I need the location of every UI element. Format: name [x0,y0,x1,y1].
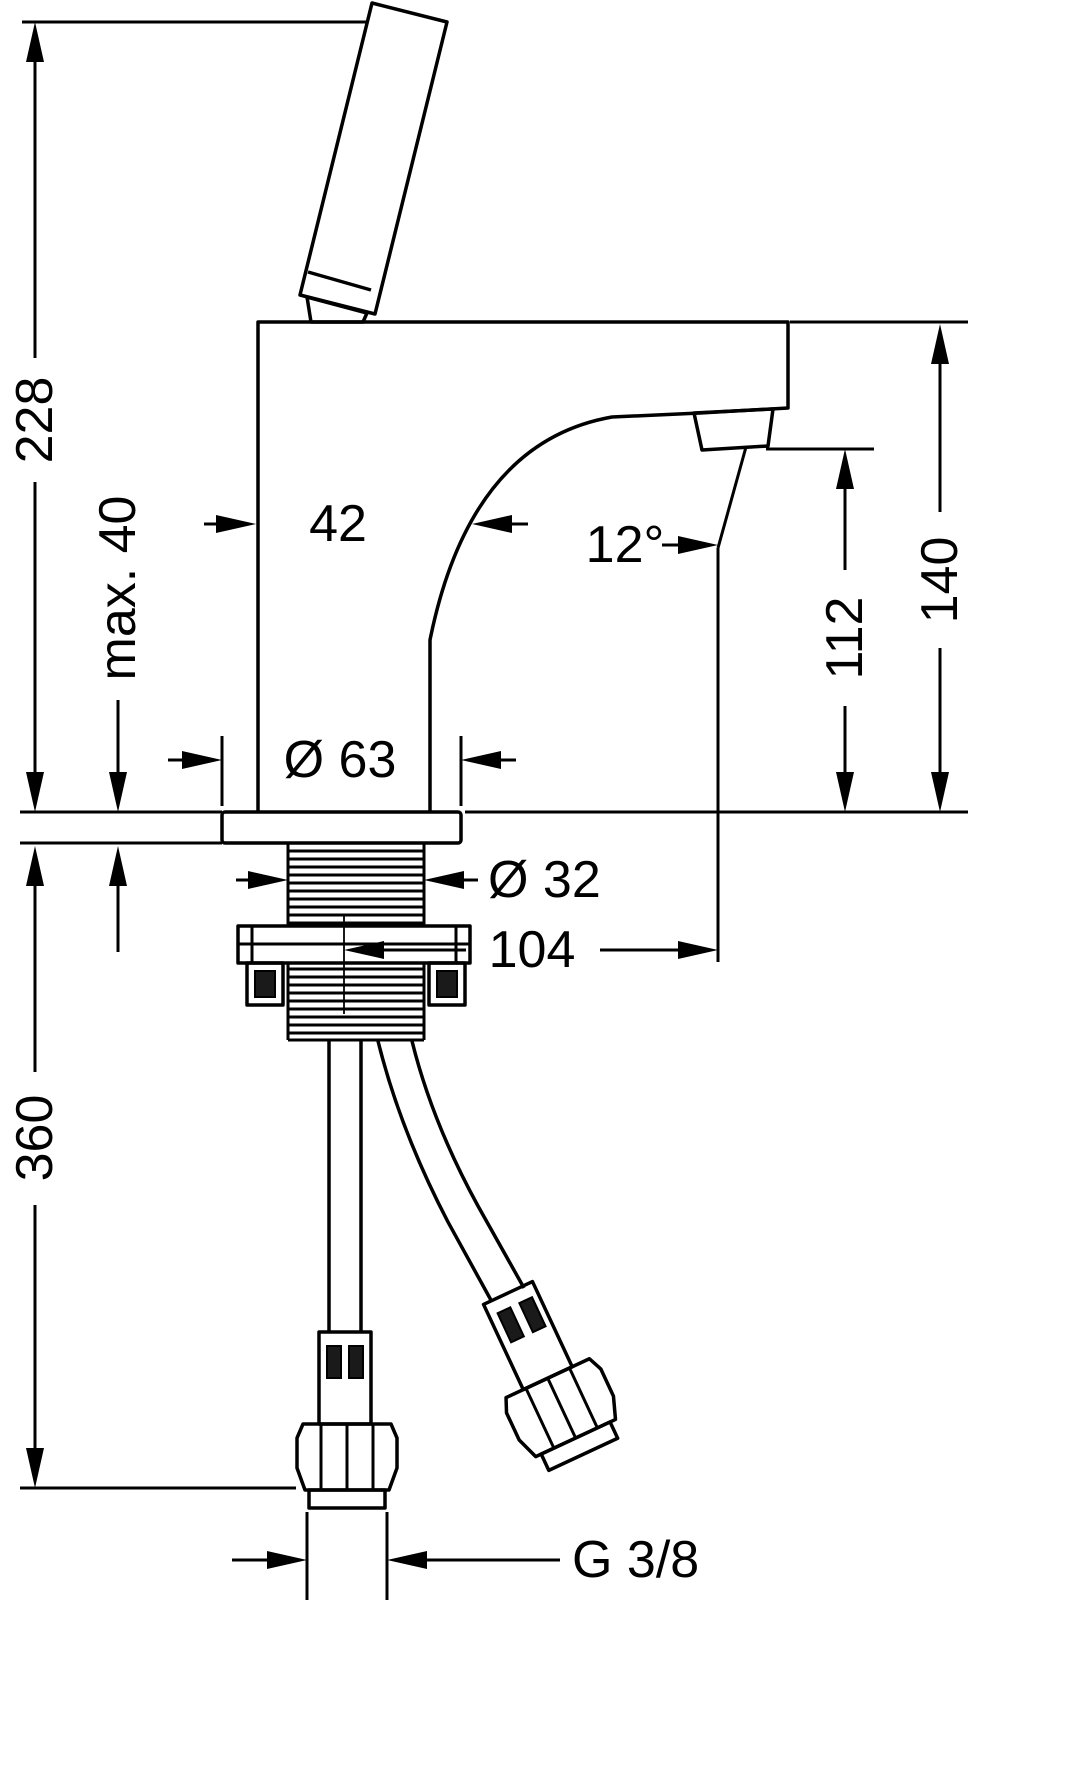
arrow-up [931,324,949,364]
faucet-drawing [220,1,790,1510]
arrow-down [26,772,44,812]
arrow-up [26,846,44,886]
dim-label-body-width: 42 [309,495,367,553]
arrow-up [26,22,44,62]
hose-angled-right-edge [410,1040,526,1289]
dimension-outlet-height: 112 [816,449,874,812]
connector-nut-facets [524,1367,599,1449]
dim-label-hose-length: 360 [6,1095,64,1182]
dimension-thread: G 3/8 [232,1512,699,1600]
dimension-max-mounting: max. 40 [89,496,147,952]
arrow-right [678,941,718,959]
lever-joint-line [307,270,372,292]
body-outline [256,320,790,812]
dim-label-top-height: 140 [911,537,969,624]
connector-nut [295,1422,399,1492]
arrow-down [836,772,854,812]
connector-nut [504,1357,618,1459]
arrow-left [387,1551,427,1569]
dimension-body-width: 42 [204,495,528,553]
arrow-down [109,772,127,812]
connector-slot [518,1295,547,1334]
dimension-hose-length: 360 [6,846,64,1488]
arrow-down [26,1448,44,1488]
connector-slot [326,1345,342,1379]
dimension-top-height: 140 [911,324,969,812]
threaded-shaft [286,843,426,1042]
dimension-total-height: 228 [6,22,64,812]
base-plate [220,810,463,845]
dim-label-outlet-height: 112 [816,597,874,680]
supply-hose-angled [376,1040,620,1473]
arrow-right [678,536,718,554]
extension-lines [20,20,968,1490]
dimension-spout-angle: 12° [586,446,748,962]
mounting-screw-left [254,970,276,998]
shaft-threads-lower [288,967,424,1035]
faucet-body [256,320,790,812]
mounting-tab-left [245,961,285,1007]
mounting-tab-right [427,961,467,1007]
lever-handle [298,1,449,324]
dimension-spout-reach: 104 [343,916,718,1014]
shaft-threads-upper [288,849,424,925]
arrow-left [344,941,384,959]
lever-handle-bar [298,1,449,316]
dimension-base-diameter: Ø 63 [168,731,516,806]
supply-hose-straight [295,1040,399,1510]
lever-joint-base [305,295,369,324]
arrow-left [461,751,501,769]
dim-label-thread: G 3/8 [572,1531,699,1589]
arrow-down [931,772,949,812]
arrow-right [182,751,222,769]
arrow-up [109,846,127,886]
arrow-right [267,1551,307,1569]
hose-angled-left-edge [376,1040,494,1303]
dim-label-max-mounting: max. 40 [89,496,147,681]
mounting-hardware [236,924,472,1007]
connector-rim [539,1420,620,1473]
arrow-left [424,871,464,889]
mounting-screw-right [436,970,458,998]
arrow-up [836,449,854,489]
spout-outlet [692,407,775,452]
connector-slot [496,1306,526,1344]
connector-rim [307,1488,387,1510]
dim-label-spout-reach: 104 [489,921,576,979]
arrow-right [216,515,256,533]
angle-reference-line [716,446,748,549]
dim-label-spout-angle: 12° [586,516,665,574]
connector-slot [348,1345,364,1379]
hose-connector-angled [481,1279,620,1473]
hose-connector-straight [295,1330,399,1510]
dimension-shaft-diameter: Ø 32 [236,851,601,909]
arrow-left [472,515,512,533]
dim-label-base-diameter: Ø 63 [284,731,397,789]
dim-label-total-height: 228 [6,377,64,464]
arrow-right [248,871,288,889]
connector-nut-facets [319,1424,375,1490]
dim-label-shaft-diameter: Ø 32 [488,851,601,909]
